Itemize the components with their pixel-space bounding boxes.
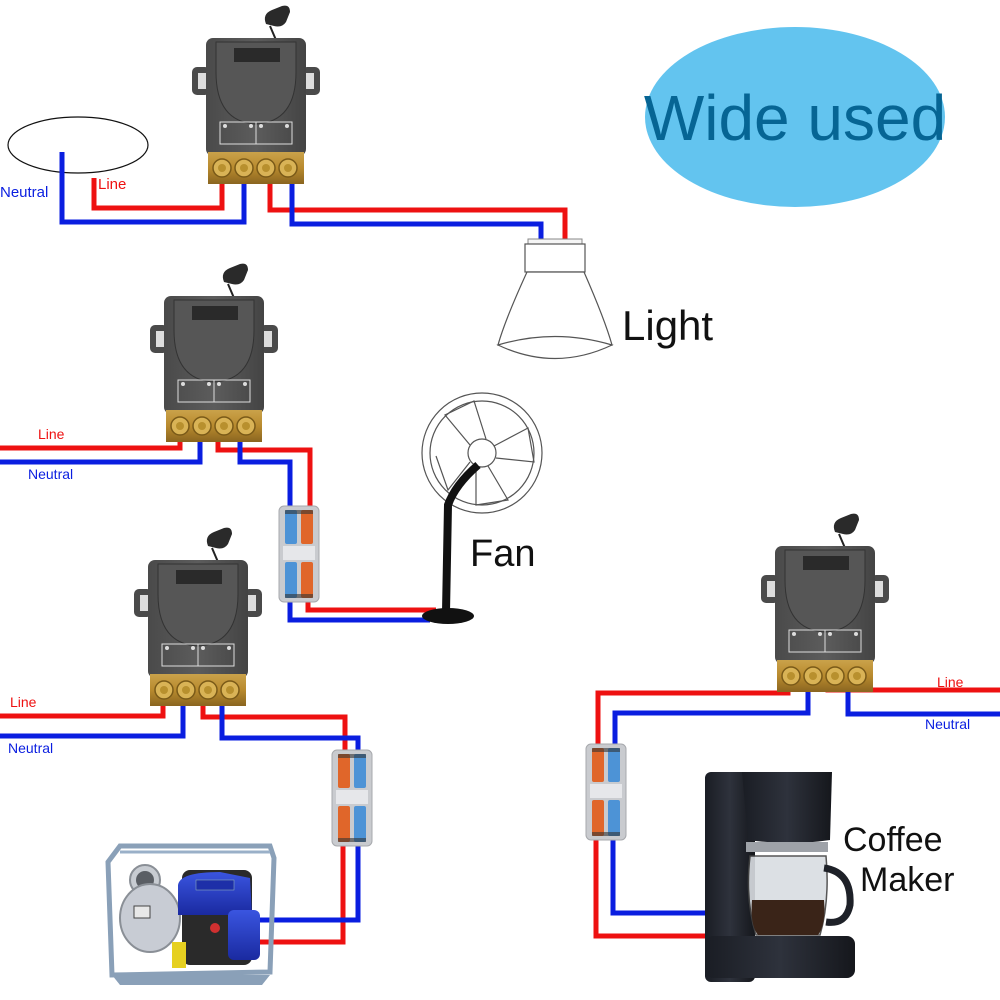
neutral-wire-load — [610, 820, 705, 916]
line-label: Line — [937, 674, 964, 690]
line-wire-load — [256, 826, 346, 945]
wide-used-badge: Wide used — [644, 27, 946, 207]
line-wire-input — [0, 425, 183, 451]
fan-label: Fan — [470, 533, 535, 575]
relay-module — [133, 526, 263, 707]
badge-ellipse — [645, 27, 945, 207]
line-wire-load — [593, 820, 705, 939]
power-source-ellipse — [7, 116, 149, 174]
relay-module — [760, 512, 890, 693]
line-label: Line — [10, 694, 37, 710]
circuit-coffee-maker: Line Neutral Coffee Maker — [585, 512, 1000, 982]
lever-connector — [585, 743, 627, 841]
line-wire-output — [267, 168, 568, 240]
relay-module — [149, 262, 279, 443]
coffee-maker-label-line2: Maker — [860, 861, 954, 899]
coffee-maker-icon — [705, 772, 855, 982]
circuit-pump: Line Neutral — [0, 526, 373, 985]
badge-text: Wide used — [644, 82, 946, 154]
neutral-label: Neutral — [8, 740, 53, 756]
lever-connector — [331, 749, 373, 847]
light-label: Light — [622, 302, 713, 349]
fan-icon — [421, 392, 543, 624]
light-bulb-icon — [496, 238, 614, 360]
relay-module — [191, 4, 321, 185]
neutral-label: Neutral — [925, 716, 970, 732]
lever-connector — [278, 505, 320, 603]
neutral-label: Neutral — [0, 184, 48, 201]
neutral-wire-output — [219, 690, 361, 752]
line-label: Line — [38, 426, 65, 442]
water-pump-icon — [105, 843, 277, 985]
coffee-maker-label-line1: Coffee — [843, 821, 943, 859]
neutral-label: Neutral — [28, 466, 73, 482]
circuit-fan: Line Neutral Fan — [0, 262, 543, 624]
neutral-wire-output — [289, 168, 544, 240]
neutral-wire-input — [59, 152, 247, 225]
line-label: Line — [98, 176, 126, 193]
circuit-light: Line Neutral Light — [0, 4, 713, 360]
line-wire-output — [595, 662, 791, 746]
line-wire-load — [305, 592, 436, 613]
line-wire-input — [91, 168, 225, 211]
neutral-wire-output — [237, 425, 293, 508]
neutral-wire-load — [256, 826, 361, 923]
